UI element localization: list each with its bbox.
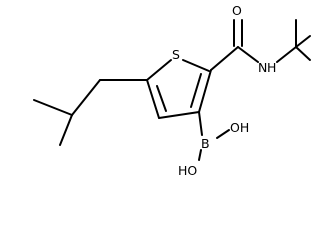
bond-ch-me1 [33, 99, 73, 116]
bond-ch2-ch [71, 79, 101, 116]
bond-cq-me-upright [295, 35, 311, 48]
atom-sulfur-label: S [172, 47, 180, 62]
bond-s-c2 [182, 59, 210, 72]
bond-n-cq [276, 46, 297, 63]
bond-c5-c4 [146, 79, 160, 119]
atom-hydrogen-label: H [267, 60, 276, 75]
atom-hydroxyl-label-1: OH [230, 120, 249, 135]
bond-b-oh-right [216, 129, 230, 139]
bond-c4-c3 [158, 111, 200, 119]
bond-c2-carbonyl [210, 46, 239, 71]
bond-c3-c2-inner [190, 73, 202, 108]
bond-c5-c4-inner [156, 85, 167, 112]
bond-c3-c2 [198, 69, 212, 113]
atom-oxygen-label: O [232, 3, 242, 18]
atom-boron-label: B [201, 136, 210, 151]
atom-nitrogen-label: N [258, 60, 267, 75]
bond-ch-me2 [59, 114, 73, 146]
atom-hydroxyl-label-2: HO [178, 163, 197, 178]
bond-s-c5 [146, 59, 172, 81]
bond-cq-me-right [295, 46, 311, 61]
chemical-structure-diagram: S O N H B OH HO [33, 3, 311, 178]
bond-c3-b [198, 111, 203, 136]
bond-b-oh-down [198, 149, 202, 161]
bond-carbonyl-n [237, 46, 259, 63]
